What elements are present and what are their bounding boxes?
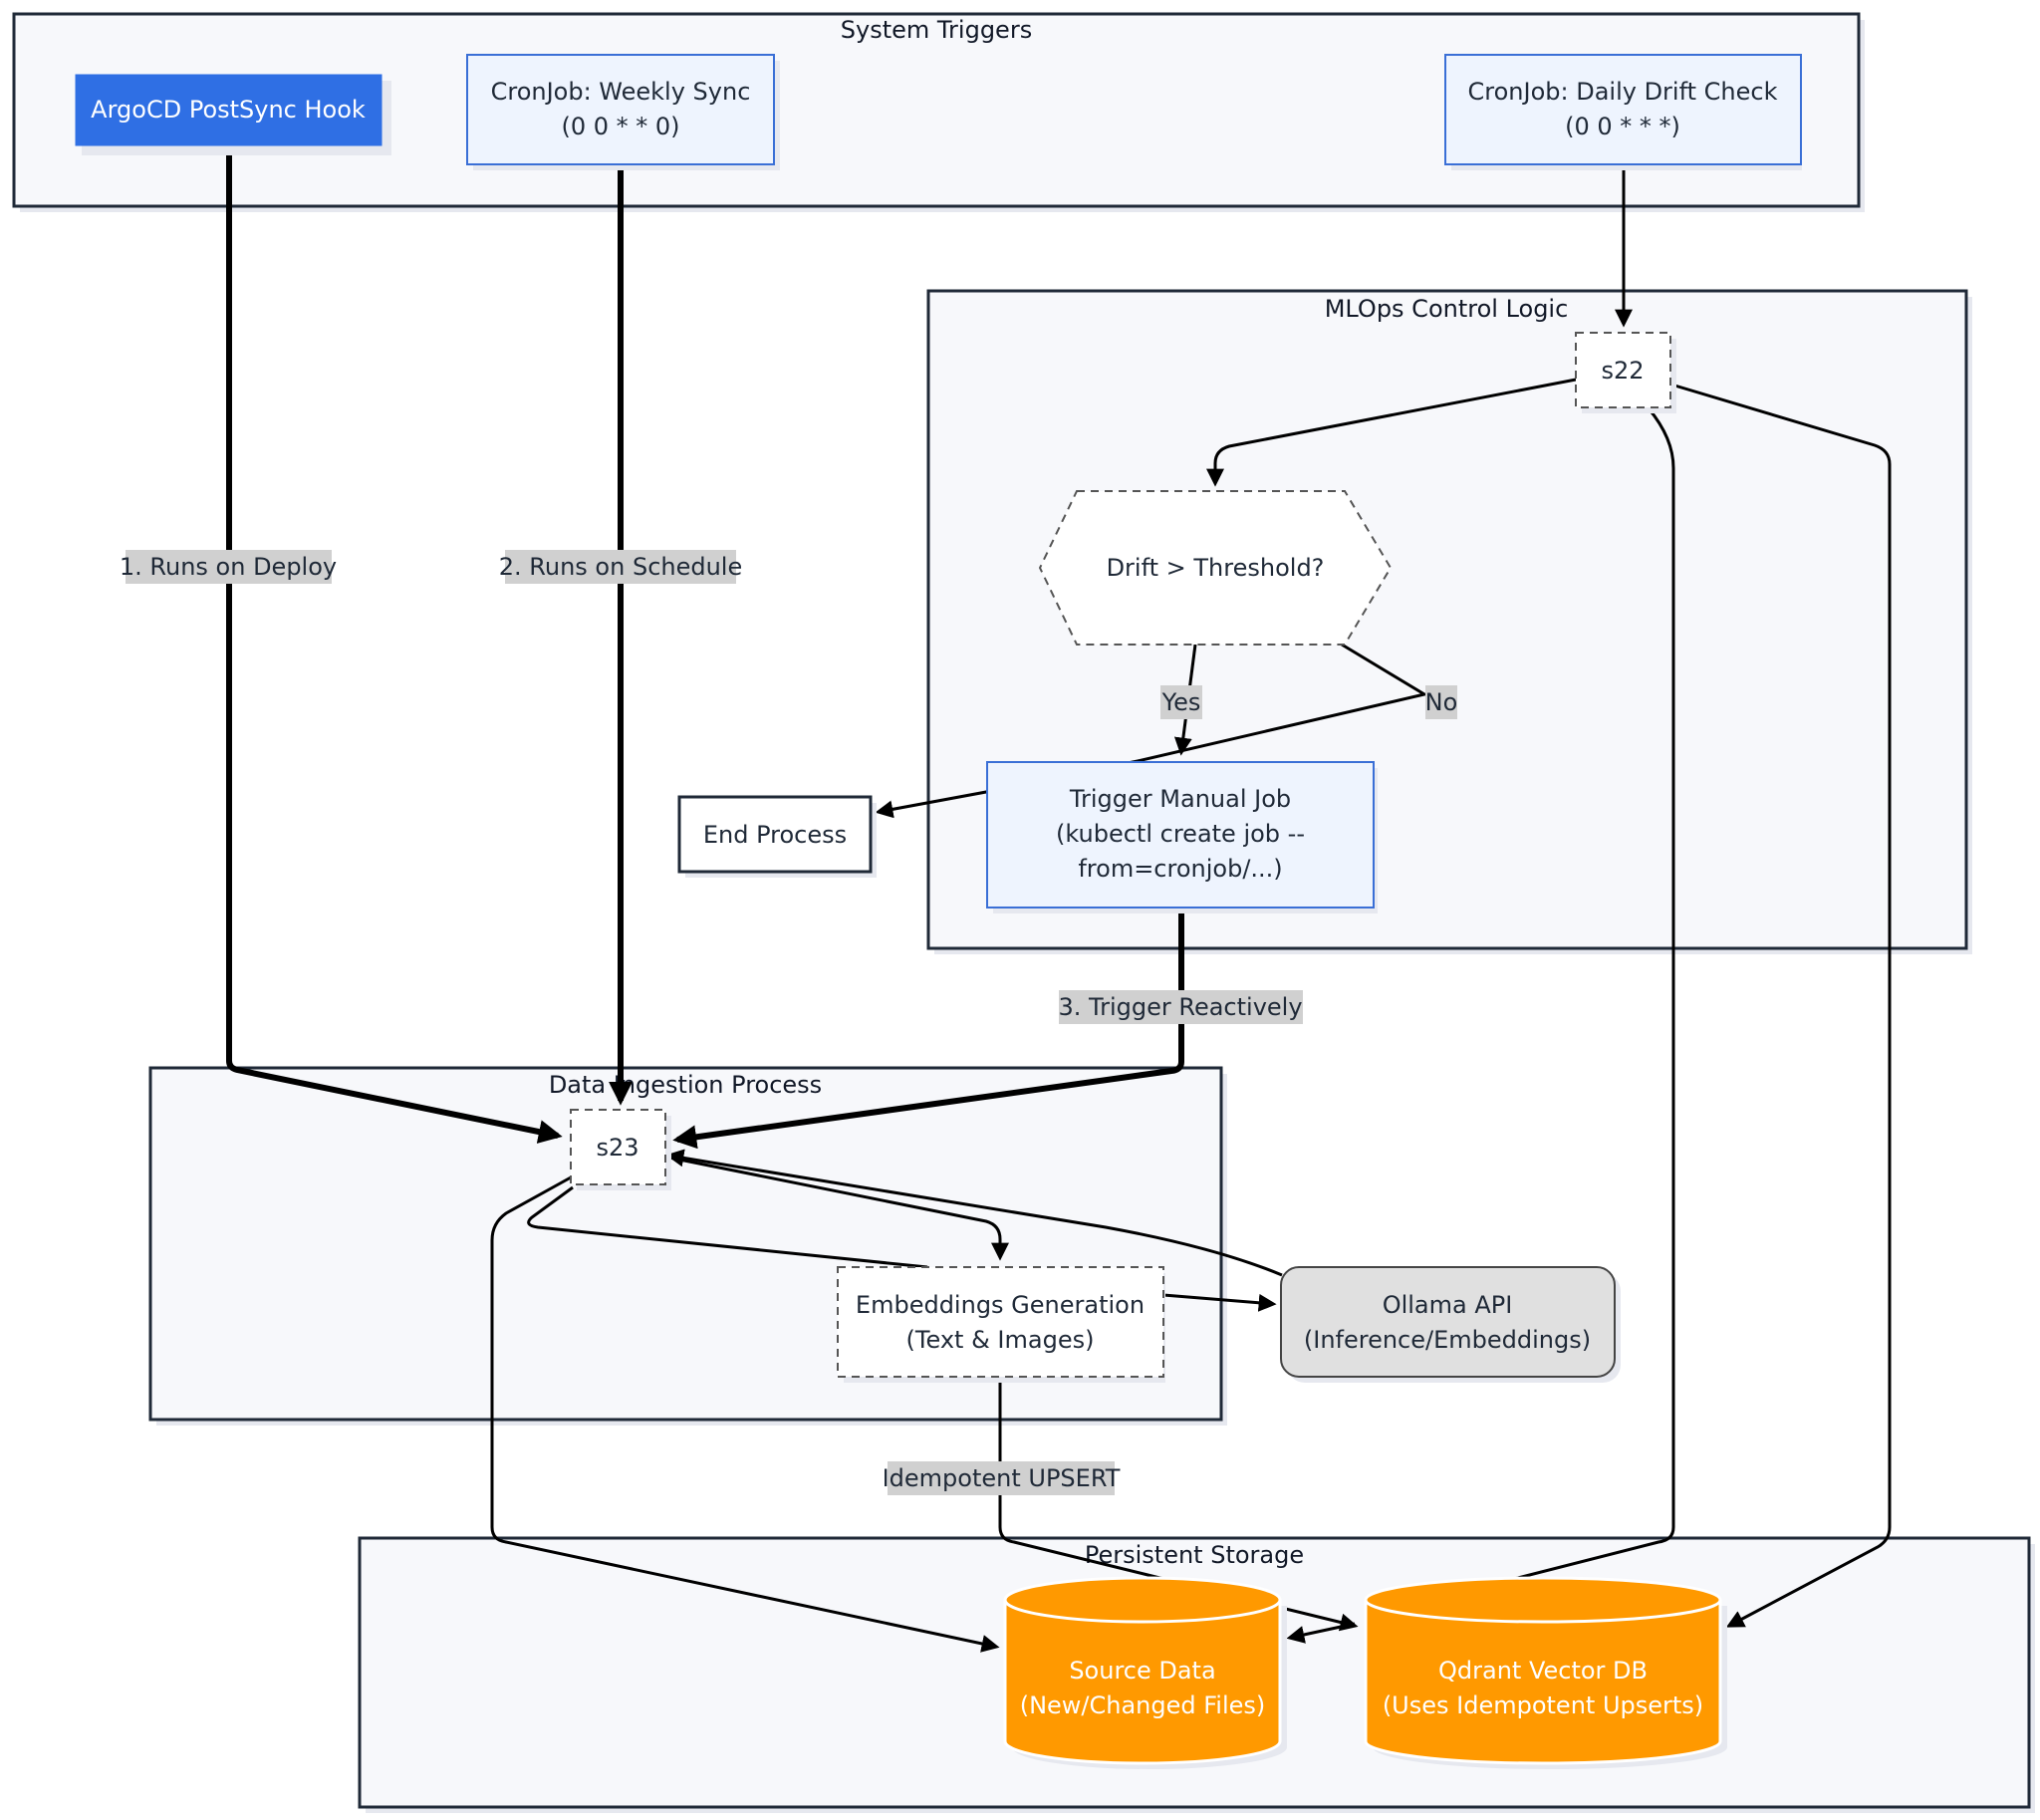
node-s22[interactable]: s22 — [1575, 332, 1676, 413]
edge-label-idempotent-upsert: Idempotent UPSERT — [883, 1461, 1121, 1495]
edge-embeddings-to-ollama — [1162, 1293, 1277, 1312]
svg-text:No: No — [1425, 688, 1458, 716]
node-source-data-database[interactable]: Source Data (New/Changed Files) — [1003, 1576, 1287, 1769]
edge-label-runs-on-schedule: 2. Runs on Schedule — [499, 550, 743, 584]
cluster-title-system-triggers: System Triggers — [841, 16, 1032, 44]
cluster-title-persistent-storage: Persistent Storage — [1085, 1541, 1304, 1569]
svg-text:Embeddings Generation: Embeddings Generation — [856, 1291, 1145, 1319]
svg-text:s22: s22 — [1601, 357, 1644, 385]
svg-text:Yes: Yes — [1161, 688, 1201, 716]
svg-text:Drift > Threshold?: Drift > Threshold? — [1107, 554, 1325, 582]
node-cronjob-weekly-sync[interactable]: CronJob: Weekly Sync (0 0 * * 0) — [466, 54, 780, 170]
svg-text:ArgoCD PostSync Hook: ArgoCD PostSync Hook — [91, 96, 366, 124]
edge-s22-to-qdrant — [1670, 383, 1892, 1628]
svg-text:from=cronjob/...): from=cronjob/...) — [1078, 855, 1282, 883]
svg-text:Qdrant Vector DB: Qdrant Vector DB — [1438, 1657, 1648, 1685]
svg-text:2. Runs on Schedule: 2. Runs on Schedule — [499, 553, 743, 581]
node-drift-threshold-decision[interactable]: Drift > Threshold? — [1038, 490, 1393, 646]
svg-text:Idempotent UPSERT: Idempotent UPSERT — [883, 1464, 1121, 1492]
edge-ollama-to-s23 — [665, 1149, 1283, 1277]
node-end-process[interactable]: End Process — [677, 795, 877, 878]
edge-s22-to-source — [1513, 407, 1675, 1581]
node-cronjob-daily-drift-check[interactable]: CronJob: Daily Drift Check (0 0 * * *) — [1444, 54, 1802, 170]
svg-text:(New/Changed Files): (New/Changed Files) — [1020, 1691, 1266, 1719]
edge-embeddings-to-s23-loop — [527, 1185, 928, 1269]
svg-text:(Uses Idempotent Upserts): (Uses Idempotent Upserts) — [1383, 1691, 1703, 1719]
svg-text:End Process: End Process — [703, 821, 847, 849]
svg-text:(Inference/Embeddings): (Inference/Embeddings) — [1304, 1326, 1591, 1354]
svg-text:(kubectl create job --: (kubectl create job -- — [1056, 820, 1305, 848]
svg-text:CronJob: Daily Drift Check: CronJob: Daily Drift Check — [1468, 78, 1778, 106]
node-trigger-manual-job[interactable]: Trigger Manual Job (kubectl create job -… — [986, 761, 1378, 913]
edge-label-trigger-reactively: 3. Trigger Reactively — [1058, 990, 1303, 1024]
cluster-title-data-ingestion: Data Ingestion Process — [549, 1071, 822, 1099]
edges — [226, 149, 1892, 1653]
svg-text:Source Data: Source Data — [1069, 1657, 1215, 1685]
edge-label-yes: Yes — [1160, 685, 1202, 719]
node-ollama-api[interactable]: Ollama API (Inference/Embeddings) — [1280, 1266, 1621, 1383]
node-embeddings-generation[interactable]: Embeddings Generation (Text & Images) — [837, 1266, 1165, 1383]
edge-s22-to-drift — [1206, 378, 1577, 487]
svg-text:3. Trigger Reactively: 3. Trigger Reactively — [1058, 993, 1302, 1021]
edge-argocd-to-s23 — [226, 149, 563, 1144]
svg-text:Trigger Manual Job: Trigger Manual Job — [1069, 785, 1291, 813]
edge-trigger-to-s23 — [672, 907, 1184, 1150]
cluster-title-mlops-control: MLOps Control Logic — [1325, 295, 1569, 323]
svg-text:CronJob: Weekly Sync: CronJob: Weekly Sync — [491, 78, 751, 106]
edge-qdrant-to-source — [1286, 1622, 1356, 1644]
node-argocd-postsync-hook[interactable]: ArgoCD PostSync Hook — [75, 74, 391, 155]
svg-text:s23: s23 — [596, 1134, 638, 1162]
svg-text:(0 0 * * *): (0 0 * * *) — [1565, 113, 1680, 140]
edge-s23-to-embeddings — [668, 1156, 1009, 1261]
node-qdrant-vector-db[interactable]: Qdrant Vector DB (Uses Idempotent Upsert… — [1364, 1576, 1727, 1769]
edge-embeddings-to-qdrant — [998, 1380, 1359, 1632]
svg-text:Ollama API: Ollama API — [1383, 1291, 1513, 1319]
edge-label-runs-on-deploy: 1. Runs on Deploy — [120, 550, 337, 584]
svg-text:1. Runs on Deploy: 1. Runs on Deploy — [120, 553, 337, 581]
svg-text:(Text & Images): (Text & Images) — [906, 1326, 1095, 1354]
svg-text:(0 0 * * 0): (0 0 * * 0) — [561, 113, 679, 140]
edge-s23-to-source — [490, 1175, 1000, 1653]
edge-label-no: No — [1425, 685, 1458, 719]
node-s23[interactable]: s23 — [570, 1109, 671, 1190]
